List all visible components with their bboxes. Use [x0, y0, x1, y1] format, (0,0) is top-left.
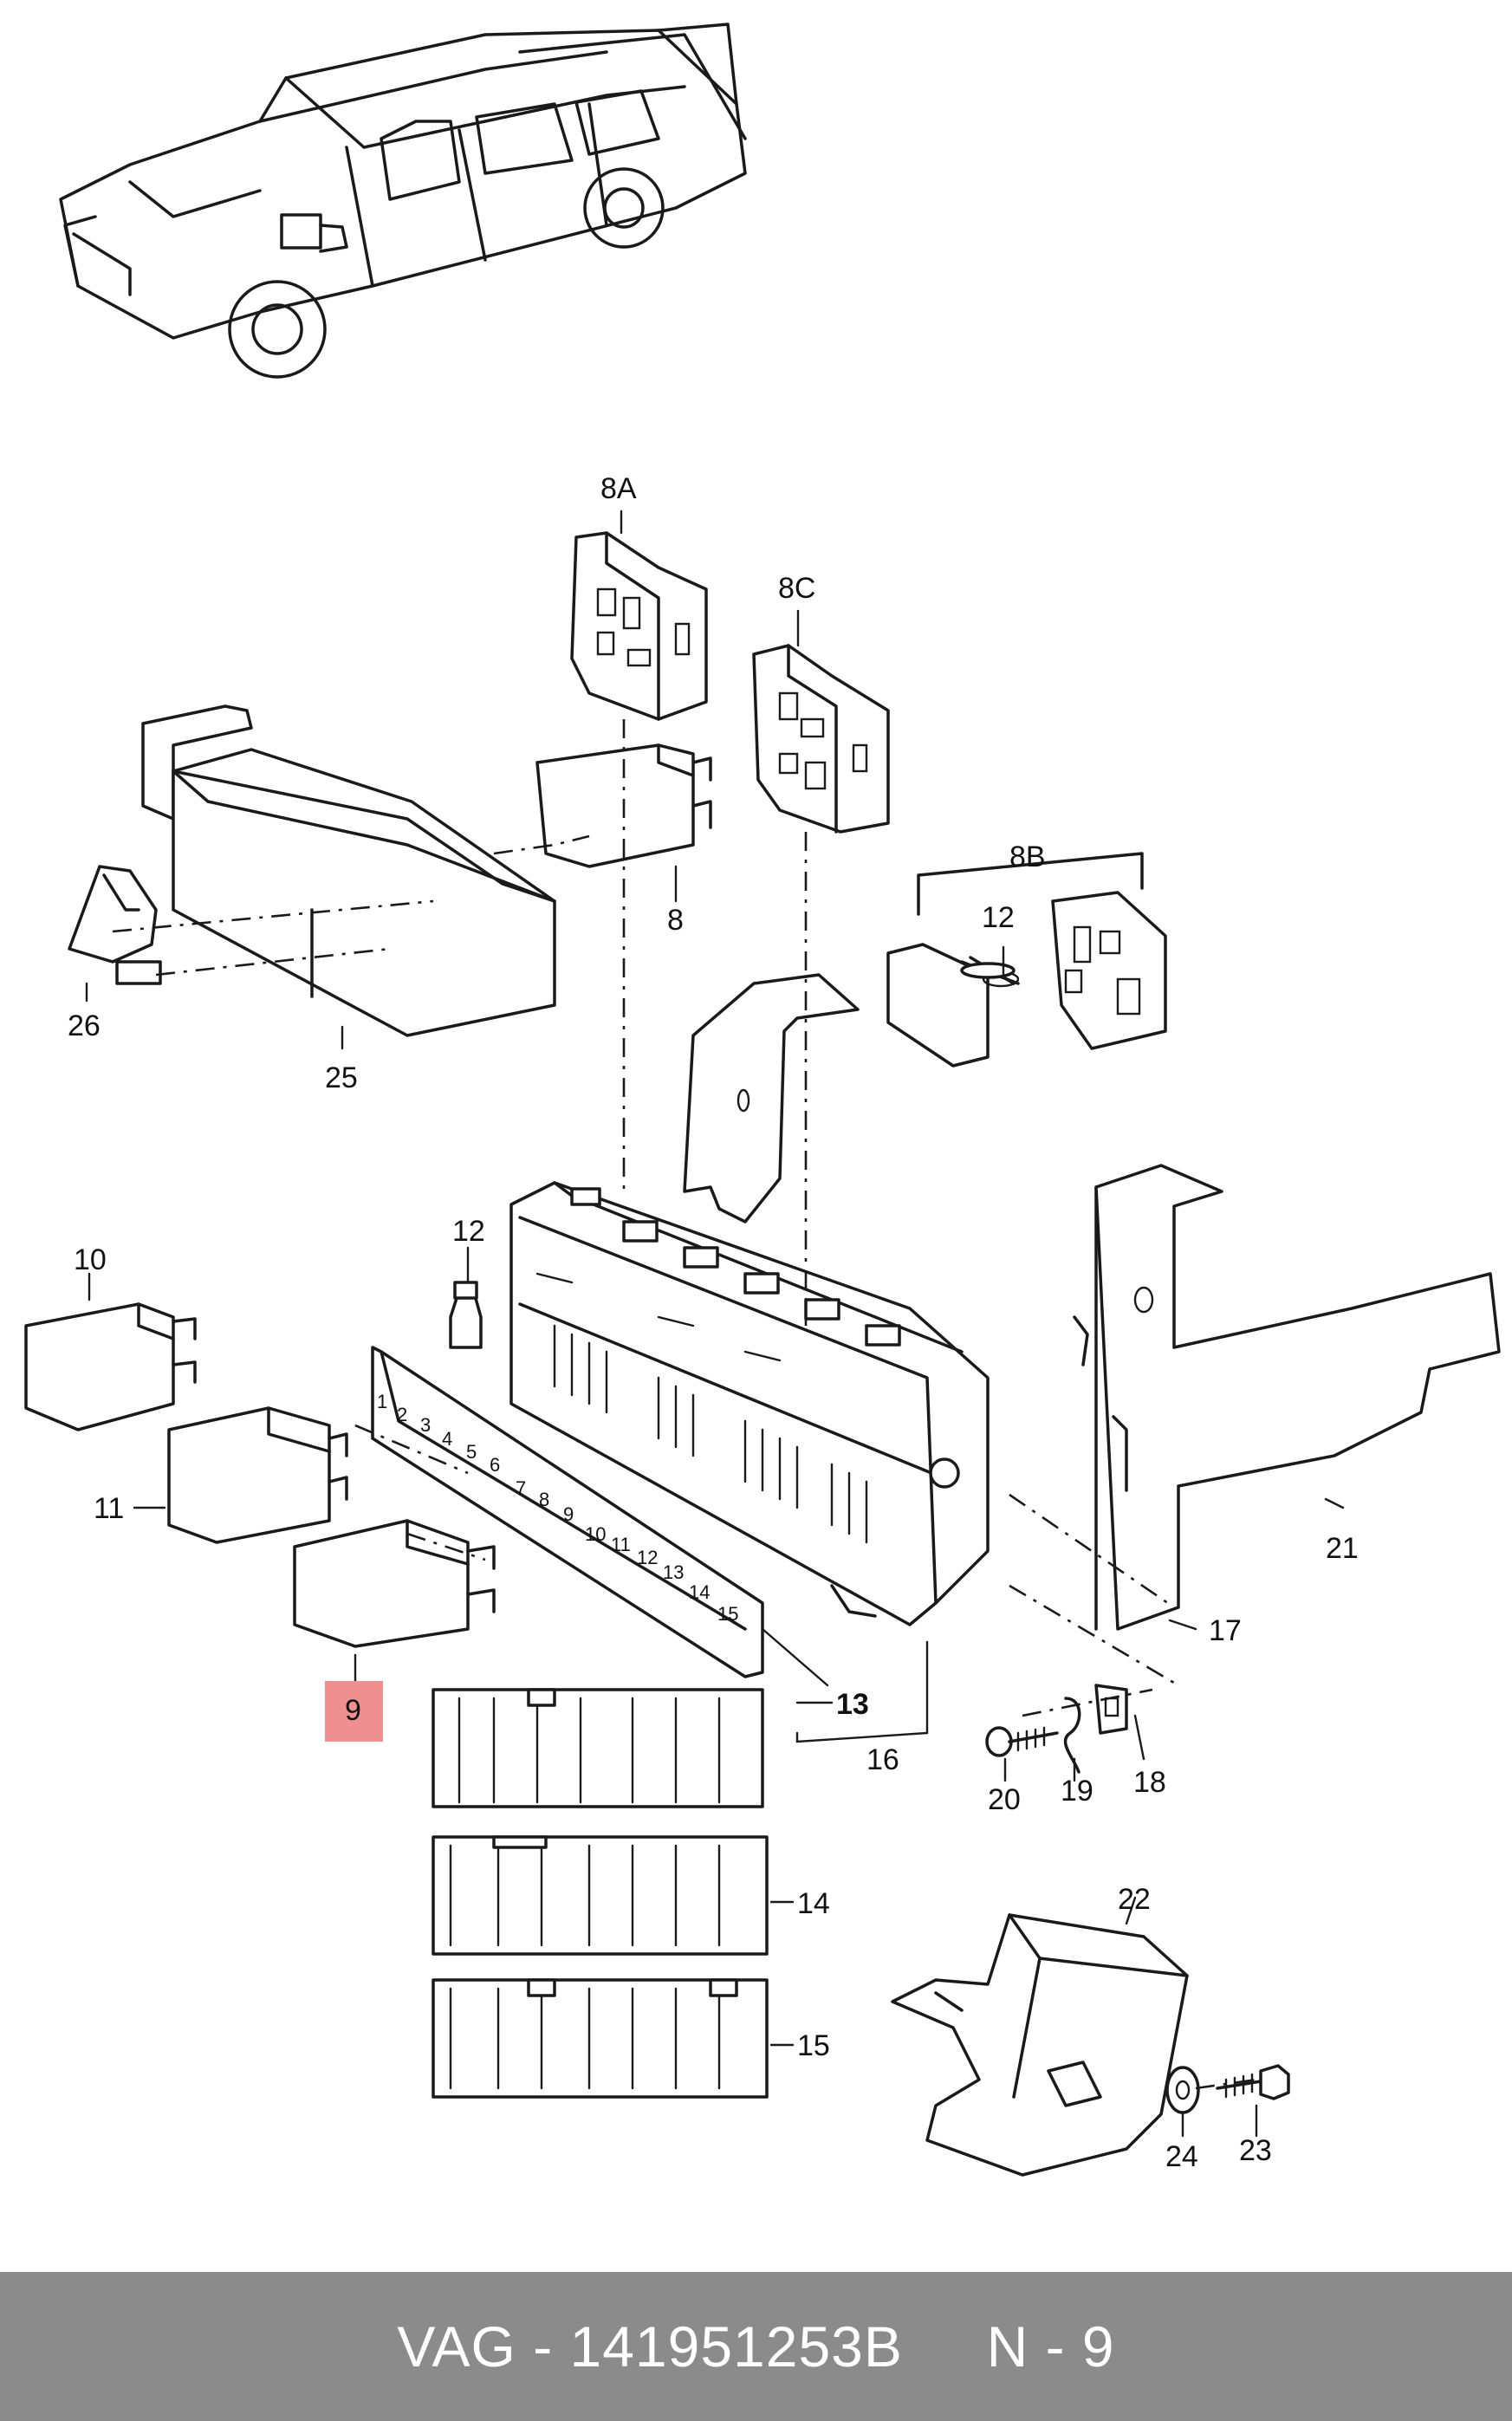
fuse-number: 3: [420, 1414, 431, 1436]
part-26-clip: [68, 865, 162, 985]
fuse-number-labels: 1 2 3 4 5 6 7 8 9 10 11 12 13 14 15: [377, 1391, 738, 1625]
fuse-number: 9: [563, 1503, 574, 1525]
part-8b-socket-assembly: [886, 852, 1167, 1068]
leader-lines: [85, 510, 1345, 2138]
fuse-number: 10: [585, 1523, 606, 1545]
label-24: 24: [1165, 2140, 1198, 2173]
label-12-lower: 12: [452, 1215, 485, 1248]
part-15-strip: [432, 1978, 769, 2099]
part-labels: 8A 8C 8B 8 12 26 25 10 12 11 9 13 14 15 …: [68, 472, 1359, 2173]
part-14-strip: [432, 1835, 769, 1956]
part-22-control-unit: [891, 1913, 1189, 2177]
label-26: 26: [68, 1009, 101, 1042]
label-14: 14: [797, 1887, 830, 1920]
part-11-relay: [167, 1406, 348, 1544]
fuse-number: 2: [397, 1404, 407, 1425]
fuse-number: 8: [539, 1489, 549, 1510]
label-15: 15: [797, 2029, 830, 2062]
fuse-number: 6: [490, 1454, 500, 1476]
assembly-lines: [112, 719, 1257, 2090]
part-18-nut: [1094, 1684, 1128, 1735]
label-8a: 8A: [600, 472, 637, 505]
label-8c: 8C: [778, 572, 815, 605]
exploded-parts-diagram: 1 2 3 4 5 6 7 8 9 10 11 12 13 14 15: [24, 23, 1501, 2177]
label-22: 22: [1118, 1883, 1151, 1916]
fuse-number: 14: [689, 1581, 710, 1603]
part-number-caption: VAG - 141951253B N - 9: [397, 2314, 1115, 2379]
fuse-number: 7: [516, 1477, 526, 1499]
fuse-number: 12: [637, 1547, 658, 1568]
label-10: 10: [74, 1243, 107, 1276]
label-19: 19: [1061, 1775, 1093, 1808]
label-12-upper: 12: [982, 901, 1015, 934]
part-8a-relay-socket: [570, 531, 708, 721]
fuse-number: 1: [377, 1391, 387, 1412]
main-fusebox: [509, 1181, 990, 1626]
label-8: 8: [667, 904, 684, 937]
label-18: 18: [1133, 1766, 1166, 1799]
upper-bracket: [683, 973, 860, 1223]
part-10-relay: [24, 1302, 197, 1431]
car-illustration: [59, 23, 747, 379]
label-23: 23: [1239, 2134, 1272, 2167]
fuse-number: 11: [611, 1534, 631, 1555]
part-8c-relay-socket: [752, 644, 890, 834]
part-20-screw: [985, 1726, 1059, 1757]
fuse-number: 5: [466, 1441, 477, 1463]
label-8b: 8B: [1009, 841, 1046, 873]
part-12-bulb-lower: [449, 1281, 483, 1349]
part-8-relay: [535, 743, 712, 868]
label-25: 25: [325, 1061, 358, 1094]
fuse-number: 13: [663, 1561, 684, 1583]
part-23-bolt: [1216, 2064, 1290, 2100]
label-13: 13: [836, 1688, 869, 1721]
part-24-washer: [1165, 2066, 1200, 2114]
fuse-number: 15: [717, 1603, 738, 1625]
part-13-strip-large: [432, 1688, 764, 1808]
label-9: 9: [345, 1694, 361, 1727]
footer-bar: VAG - 141951253B N - 9: [0, 2272, 1512, 2421]
part-21-side-bracket: [1073, 1164, 1501, 1631]
highlighted-part-9-box: [325, 1681, 383, 1742]
part-13-fuse-strip: 1 2 3 4 5 6 7 8 9 10 11 12 13 14 15: [371, 1346, 764, 1678]
label-11: 11: [94, 1492, 124, 1525]
part-25-cover: [141, 704, 556, 1037]
fuse-number: 4: [442, 1428, 452, 1450]
fusebox-slots: [535, 1272, 868, 1544]
label-16: 16: [866, 1743, 899, 1776]
part-19-spring: [1063, 1697, 1081, 1774]
label-20: 20: [988, 1783, 1021, 1816]
label-21: 21: [1326, 1532, 1359, 1565]
part-9-relay: [293, 1519, 496, 1648]
part-12-bulb-upper: [960, 960, 1020, 985]
fusebox-top-tabs: [570, 1187, 901, 1347]
label-17: 17: [1209, 1614, 1242, 1647]
